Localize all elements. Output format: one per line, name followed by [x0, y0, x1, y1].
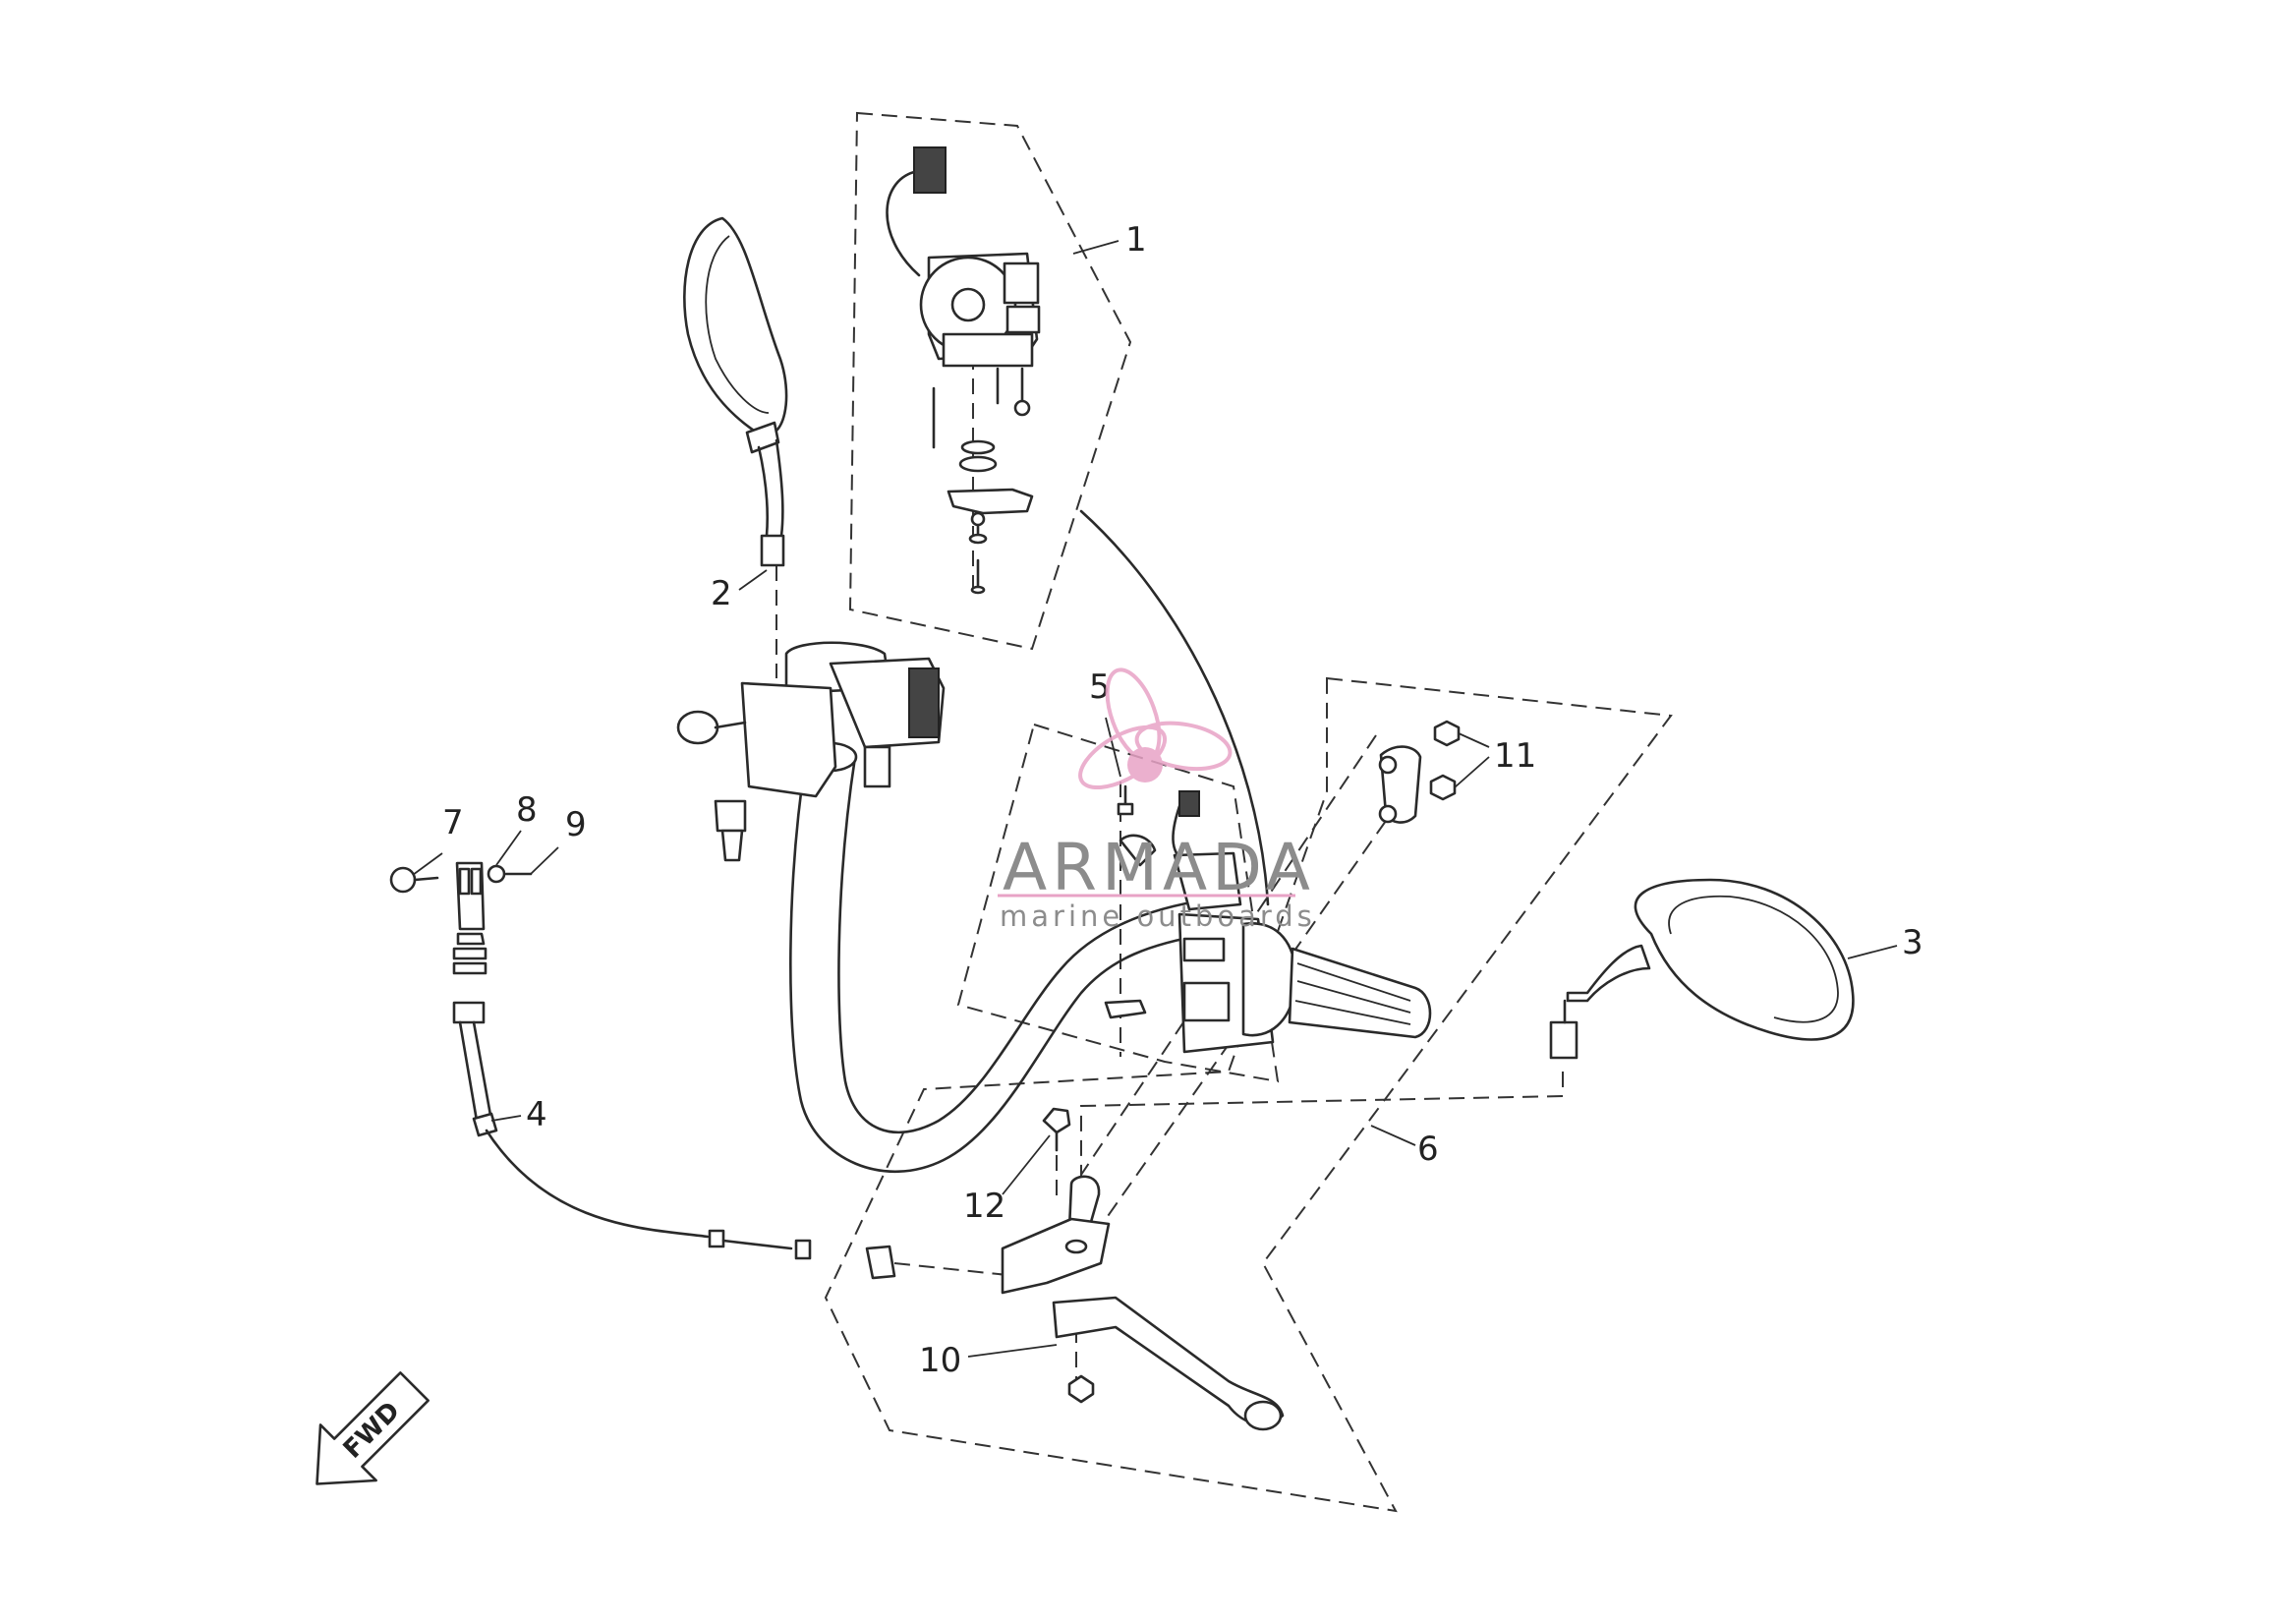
leader-12: [1002, 1134, 1051, 1195]
callout-7: 7: [442, 803, 464, 842]
callout-5: 5: [1089, 667, 1111, 707]
switch-wire: [1079, 509, 1270, 906]
leader-10: [967, 1344, 1058, 1358]
leader-3: [1847, 945, 1898, 959]
callout-4: 4: [526, 1095, 547, 1134]
leader-5: [1105, 717, 1121, 778]
right-clamp-boundary: [824, 676, 1673, 1513]
leader-lines: [412, 240, 1898, 1358]
callout-12: 12: [963, 1187, 1005, 1226]
mirror-left-part: [683, 216, 788, 567]
assembly-boundaries: [824, 111, 1673, 1513]
leader-8: [495, 830, 522, 866]
callout-11: 11: [1494, 736, 1536, 776]
leader-2: [738, 569, 768, 591]
callout-2: 2: [711, 574, 732, 613]
leader-4: [490, 1115, 522, 1122]
brake-cable-part: [389, 861, 896, 1280]
switch-assembly-boundary: [848, 111, 1132, 651]
watermark-logo: ARMADA marine outboards: [998, 667, 1316, 933]
left-switch-housing-part: [676, 641, 946, 862]
watermark-brand: ARMADA: [1003, 830, 1315, 905]
leader-9: [530, 846, 559, 875]
clamp-axis-a: [1080, 734, 1377, 1176]
mirror-left-stem-nut: [760, 534, 785, 567]
callout-6: 6: [1417, 1130, 1439, 1169]
callout-8: 8: [516, 790, 538, 830]
switch-connector: [913, 146, 947, 194]
leader-11b: [1454, 756, 1490, 788]
watermark-tagline: marine outboards: [1000, 899, 1316, 933]
callout-labels: 1 2 3 4 5 6 7 8 9 10 11 12: [442, 220, 1923, 1380]
leader-7: [412, 852, 443, 876]
cable-to-lever-axis: [893, 1262, 1008, 1276]
mirror-right-axis: [1080, 1072, 1564, 1229]
leader-1: [1072, 240, 1119, 255]
callout-3: 3: [1902, 923, 1923, 962]
propeller-icon: [1078, 667, 1233, 790]
mirror-right-stem-nut: [1549, 1020, 1578, 1060]
clamp-axis-b: [1105, 820, 1387, 1220]
leader-6: [1370, 1125, 1416, 1146]
leader-11a: [1458, 732, 1490, 748]
callout-10: 10: [919, 1341, 961, 1380]
brake-lever-part: [1001, 1107, 1285, 1431]
throttle-assembly-boundary: [956, 723, 1280, 1083]
bar-clamp-part: [1378, 720, 1461, 824]
mirror-right-part: [1549, 878, 1855, 1060]
ignition-switch-part: [886, 146, 1270, 906]
callout-1: 1: [1125, 220, 1147, 260]
handlebar: [789, 741, 1211, 1174]
callout-9: 9: [565, 805, 587, 844]
forward-arrow-icon: FWD: [316, 1371, 430, 1485]
throttle-assembly-part: [1104, 784, 1432, 1054]
